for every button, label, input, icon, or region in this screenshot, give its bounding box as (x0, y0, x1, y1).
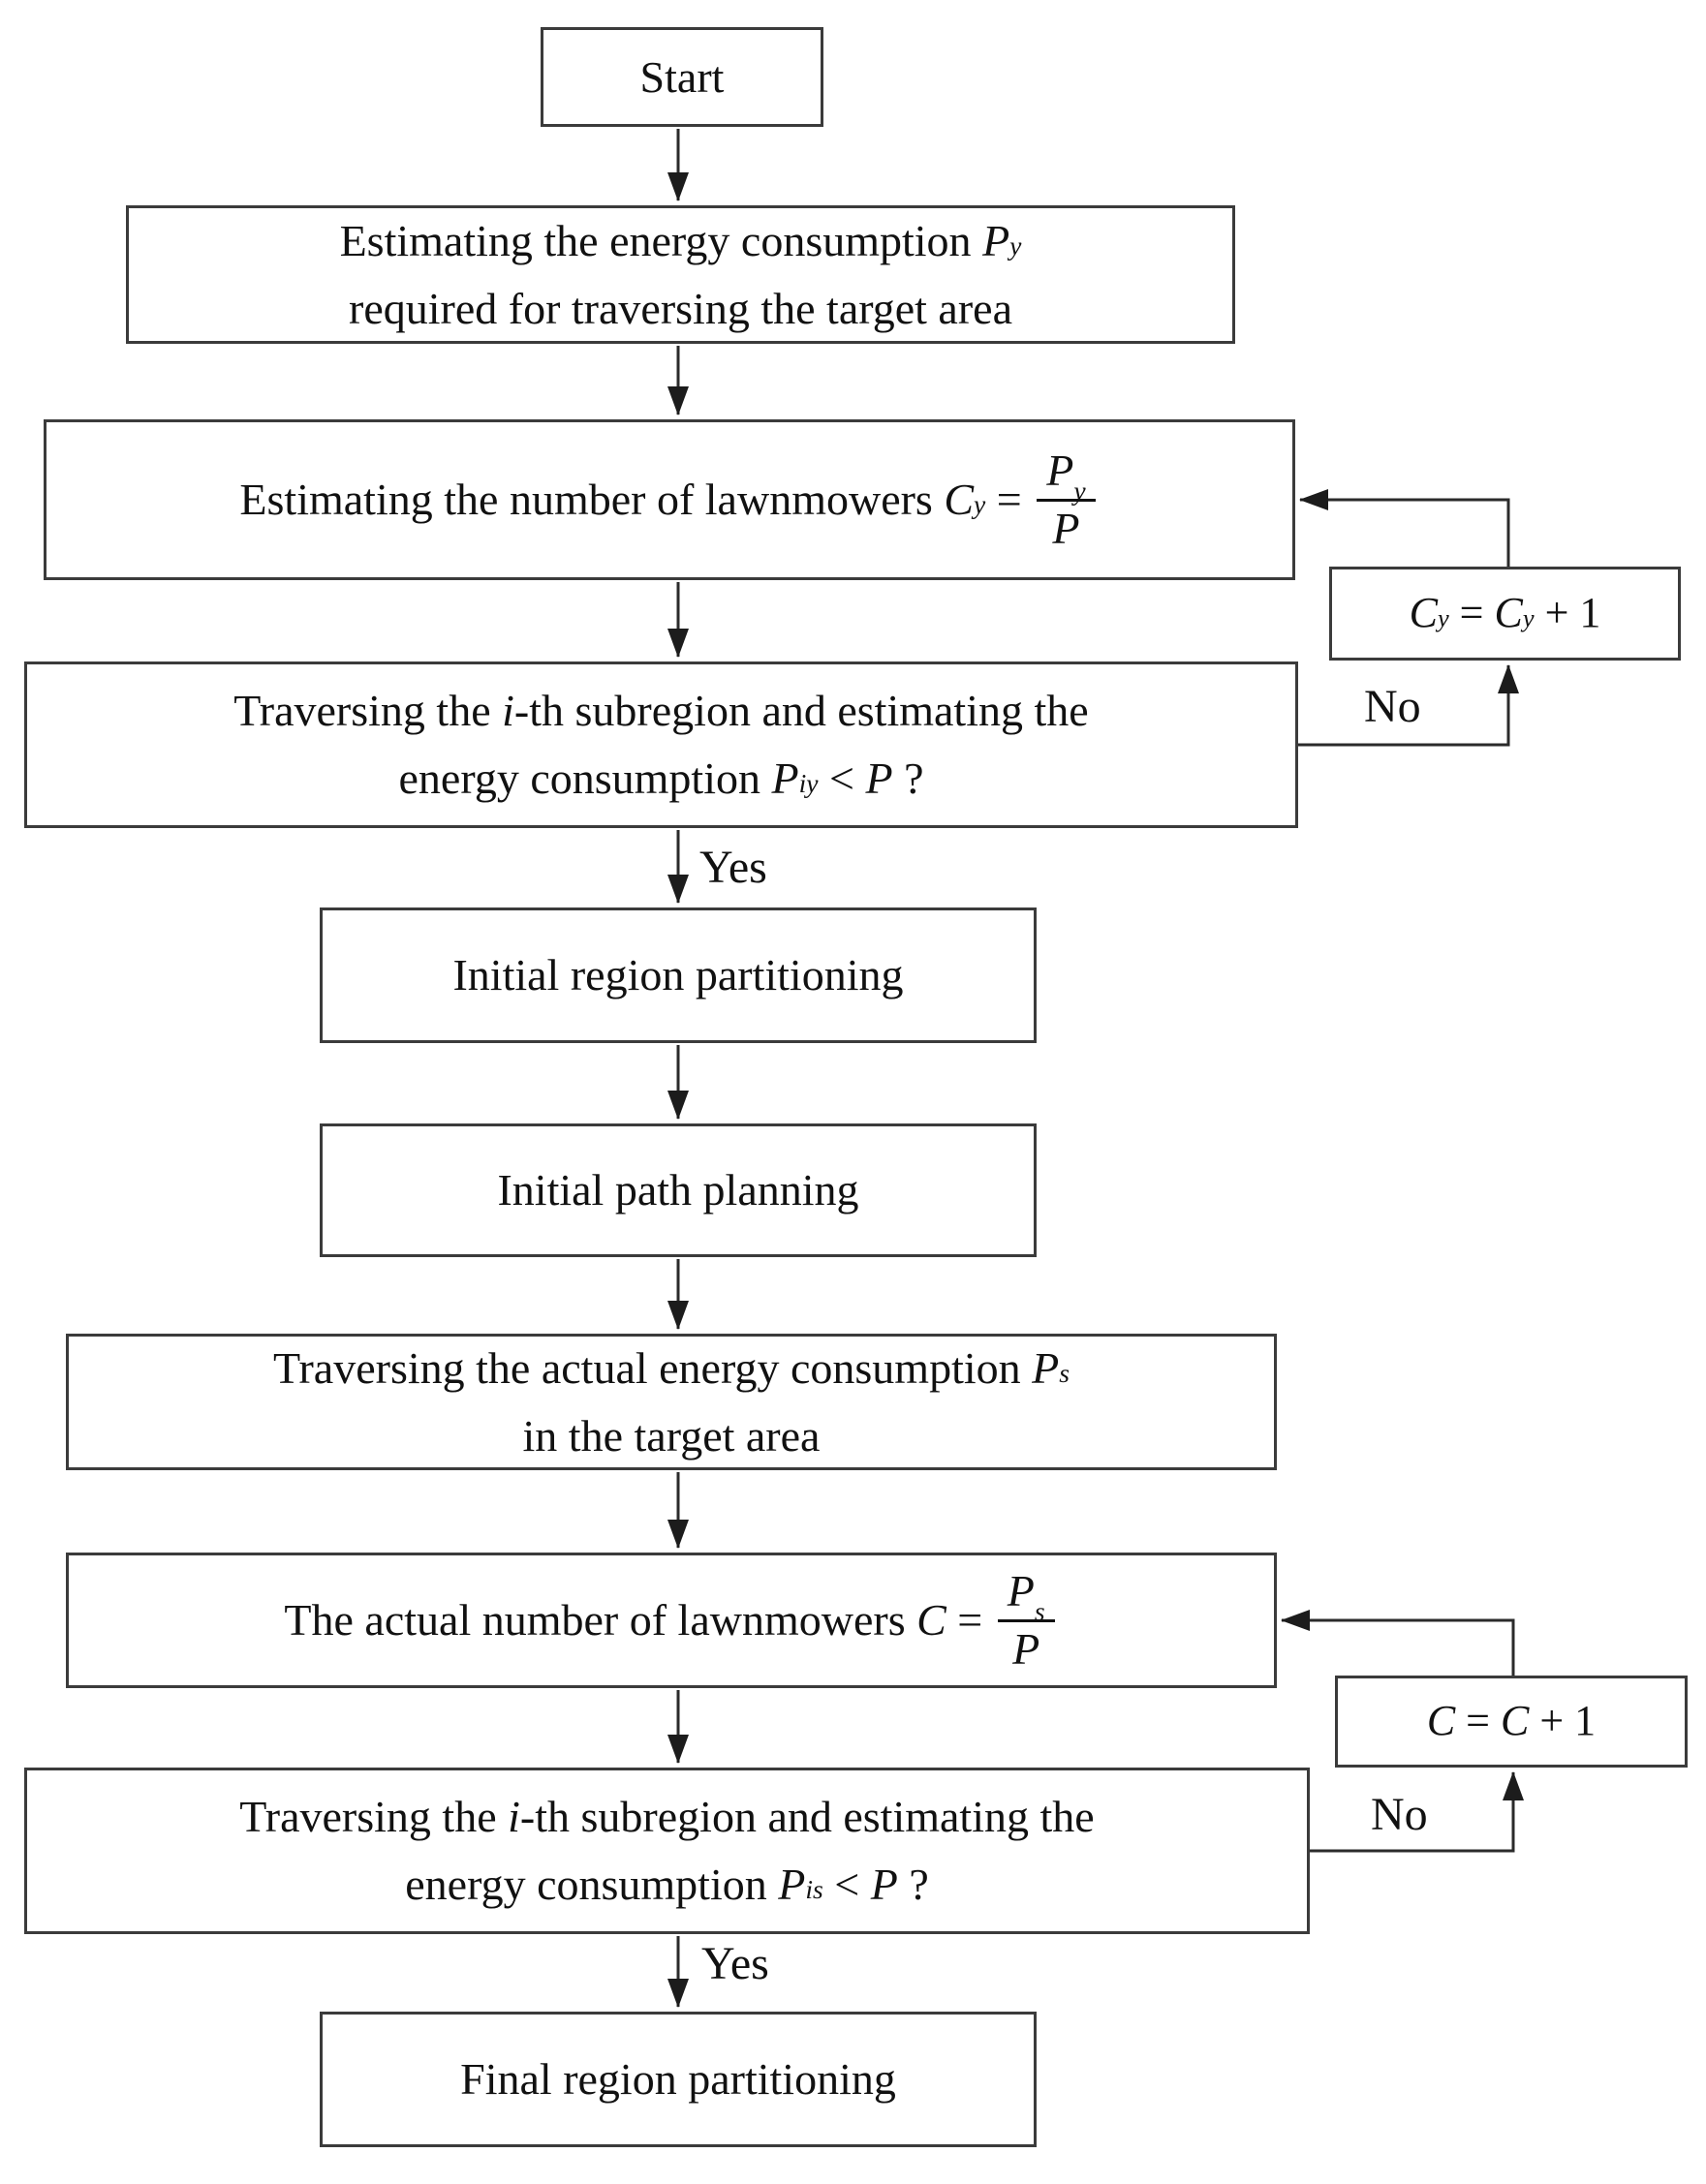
c-increment-formula: C = C + 1 (1426, 1697, 1597, 1745)
final-region-partitioning-label: Final region partitioning (460, 2054, 896, 2105)
edge-label-no-1: No (1364, 681, 1421, 732)
decision1-line1: Traversing the i-th subregion and estima… (233, 686, 1089, 736)
node-decision-subregion-energy-1: Traversing the i-th subregion and estima… (24, 661, 1298, 828)
edge-label-yes-2: Yes (701, 1938, 769, 1989)
arrow-c-update-to-actual-number (1281, 1610, 1515, 1676)
actual-energy-line1: Traversing the actual energy consumption… (273, 1342, 1070, 1393)
node-decision-subregion-energy-2: Traversing the i-th subregion and estima… (24, 1768, 1310, 1934)
edge-label-yes-1: Yes (699, 842, 767, 893)
node-start: Start (541, 27, 823, 127)
arrow-cy-update-to-estimate-number (1299, 489, 1510, 567)
node-initial-path-planning: Initial path planning (320, 1123, 1037, 1257)
node-c-increment: C = C + 1 (1335, 1676, 1688, 1768)
node-final-region-partitioning: Final region partitioning (320, 2012, 1037, 2147)
node-initial-region-partitioning: Initial region partitioning (320, 907, 1037, 1043)
decision2-line1: Traversing the i-th subregion and estima… (239, 1792, 1095, 1842)
edge-label-no-2: No (1371, 1789, 1428, 1840)
initial-region-partitioning-label: Initial region partitioning (452, 950, 904, 1000)
node-start-label: Start (639, 51, 725, 102)
initial-path-planning-label: Initial path planning (497, 1165, 859, 1215)
node-actual-energy: Traversing the actual energy consumption… (66, 1334, 1277, 1470)
actual-energy-line2: in the target area (522, 1410, 821, 1461)
estimate-energy-line2: required for traversing the target area (349, 283, 1012, 333)
